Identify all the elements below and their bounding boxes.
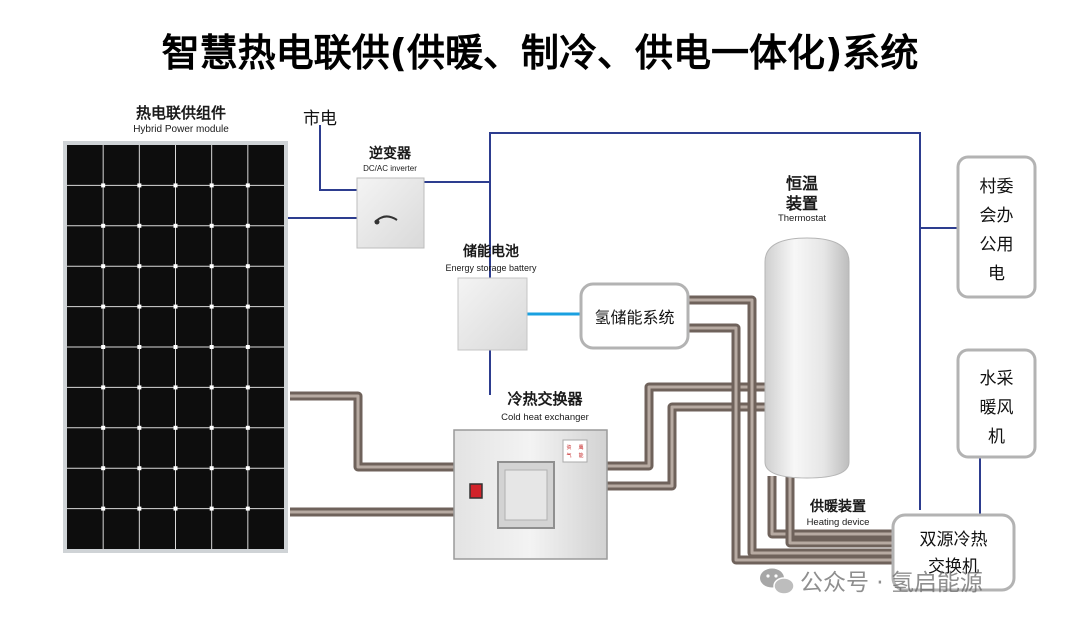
hydrogen-label: 氢储能系统 xyxy=(594,308,674,327)
exchanger-tank-pipe-lower xyxy=(607,402,765,491)
pv-cell-node xyxy=(101,223,106,228)
fan-line-1: 水采 xyxy=(980,369,1014,389)
pv-cell-node xyxy=(245,183,250,188)
inverter-unit xyxy=(356,177,425,249)
badge-char-4: 能 xyxy=(578,452,583,459)
pv-cell-node xyxy=(173,425,178,430)
heating-label-en: Heating device xyxy=(807,517,870,528)
pv-cell-grid xyxy=(67,145,284,549)
pv-cell-node xyxy=(209,425,214,430)
village-line-2: 会办 xyxy=(980,206,1014,226)
inverter-label-en: DC/AC inverter xyxy=(363,164,417,173)
village-office-box xyxy=(956,155,1037,299)
pv-module xyxy=(63,141,288,553)
watermark-text: 公众号 · 氢启能源 xyxy=(800,570,983,596)
village-line-3: 公用 xyxy=(980,235,1014,255)
badge-char-2: 鹰 xyxy=(578,444,583,451)
pv-cell-node xyxy=(173,506,178,511)
exchanger-label-cn: 冷热交换器 xyxy=(507,390,583,408)
watermark: 公众号 · 氢启能源 xyxy=(760,568,983,596)
electrical-wiring xyxy=(288,125,981,515)
pv-cell-node xyxy=(173,223,178,228)
pv-cell-node xyxy=(209,385,214,390)
pv-cell-node xyxy=(101,304,106,309)
pv-label-cn: 热电联供组件 xyxy=(136,104,226,122)
fan-line-3: 机 xyxy=(988,427,1005,447)
exchanger-indicator-icon xyxy=(469,483,483,499)
pv-cell-node xyxy=(209,506,214,511)
inverter-label-cn: 逆变器 xyxy=(369,145,412,162)
pv-cell-node xyxy=(245,304,250,309)
pv-cell-node xyxy=(245,425,250,430)
pv-cell-node xyxy=(209,264,214,269)
pv-cell-node xyxy=(137,466,142,471)
hydrogen-box xyxy=(579,282,690,350)
main-bus-wire xyxy=(489,132,921,510)
wechat-icon xyxy=(760,568,795,595)
pv-cell-node xyxy=(173,264,178,269)
thermostat-label-line2: 装置 xyxy=(785,194,818,213)
pv-cell-node xyxy=(101,425,106,430)
thermal-piping xyxy=(290,295,893,565)
pv-cell-node xyxy=(245,345,250,349)
pv-cell-node xyxy=(101,466,106,471)
pv-cell-node xyxy=(173,345,178,349)
pv-cell-node xyxy=(173,183,178,188)
pv-cell-node xyxy=(101,183,106,188)
pv-cell-node xyxy=(137,385,142,390)
exchanger-unit: 资 鹰 气 能 xyxy=(453,429,608,560)
dual-line-1: 双源冷热 xyxy=(920,530,988,550)
village-line-1: 村委 xyxy=(980,177,1014,197)
exchanger-label-en: Cold heat exchanger xyxy=(501,412,589,423)
pv-cell-node xyxy=(101,506,106,511)
grid-label: 市电 xyxy=(303,109,337,129)
diagram-title: 智慧热电联供(供暖、制冷、供电一体化)系统 xyxy=(162,31,919,75)
pv-cell-node xyxy=(209,183,214,188)
exchanger-badge xyxy=(562,439,588,463)
pv-cell-node xyxy=(245,466,250,471)
pv-cell-node xyxy=(101,385,106,390)
pv-cell-node xyxy=(137,506,142,511)
pv-cell-node xyxy=(173,385,178,390)
dual-exchanger-box xyxy=(891,513,1016,592)
pv-cell-node xyxy=(137,345,142,349)
pv-cell-node xyxy=(209,345,214,349)
pv-cell-node xyxy=(245,506,250,511)
fan-box xyxy=(956,348,1037,459)
thermostat-tank xyxy=(764,237,850,479)
pv-cell-node xyxy=(137,304,142,309)
pv-cell-node xyxy=(245,223,250,228)
pv-cell-node xyxy=(209,304,214,309)
pv-cell-node xyxy=(137,425,142,430)
pv-cell-node xyxy=(173,304,178,309)
heating-label-cn: 供暖装置 xyxy=(809,498,866,515)
badge-char-1: 资 xyxy=(566,444,571,451)
pv-cell-node xyxy=(209,466,214,471)
inverter-box xyxy=(356,177,425,249)
thermostat-label-line1: 恒温 xyxy=(786,174,818,193)
pv-exchanger-pipe-upper xyxy=(290,391,454,472)
pv-cell-node xyxy=(173,466,178,471)
pv-label-en: Hybrid Power module xyxy=(133,124,229,135)
village-line-4: 电 xyxy=(988,264,1005,284)
grid-wire xyxy=(319,125,357,191)
battery-box xyxy=(457,277,528,351)
pv-cell-node xyxy=(137,183,142,188)
thermostat-label-en: Thermostat xyxy=(778,213,826,224)
pv-cell-node xyxy=(137,223,142,228)
pv-cell-node xyxy=(101,264,106,269)
fan-line-2: 暖风 xyxy=(980,398,1014,418)
pv-cell-node xyxy=(245,264,250,269)
pv-cell-node xyxy=(101,345,106,349)
pv-cell-node xyxy=(137,264,142,269)
dual-line-2: 交换机 xyxy=(928,557,979,577)
exchanger-tank-pipe-upper xyxy=(607,382,765,471)
battery-label-en: Energy storage battery xyxy=(445,263,537,273)
pv-cell-node xyxy=(209,223,214,228)
pv-cell-node xyxy=(245,385,250,390)
battery-label-cn: 储能电池 xyxy=(462,243,519,260)
badge-char-3: 气 xyxy=(566,452,571,459)
